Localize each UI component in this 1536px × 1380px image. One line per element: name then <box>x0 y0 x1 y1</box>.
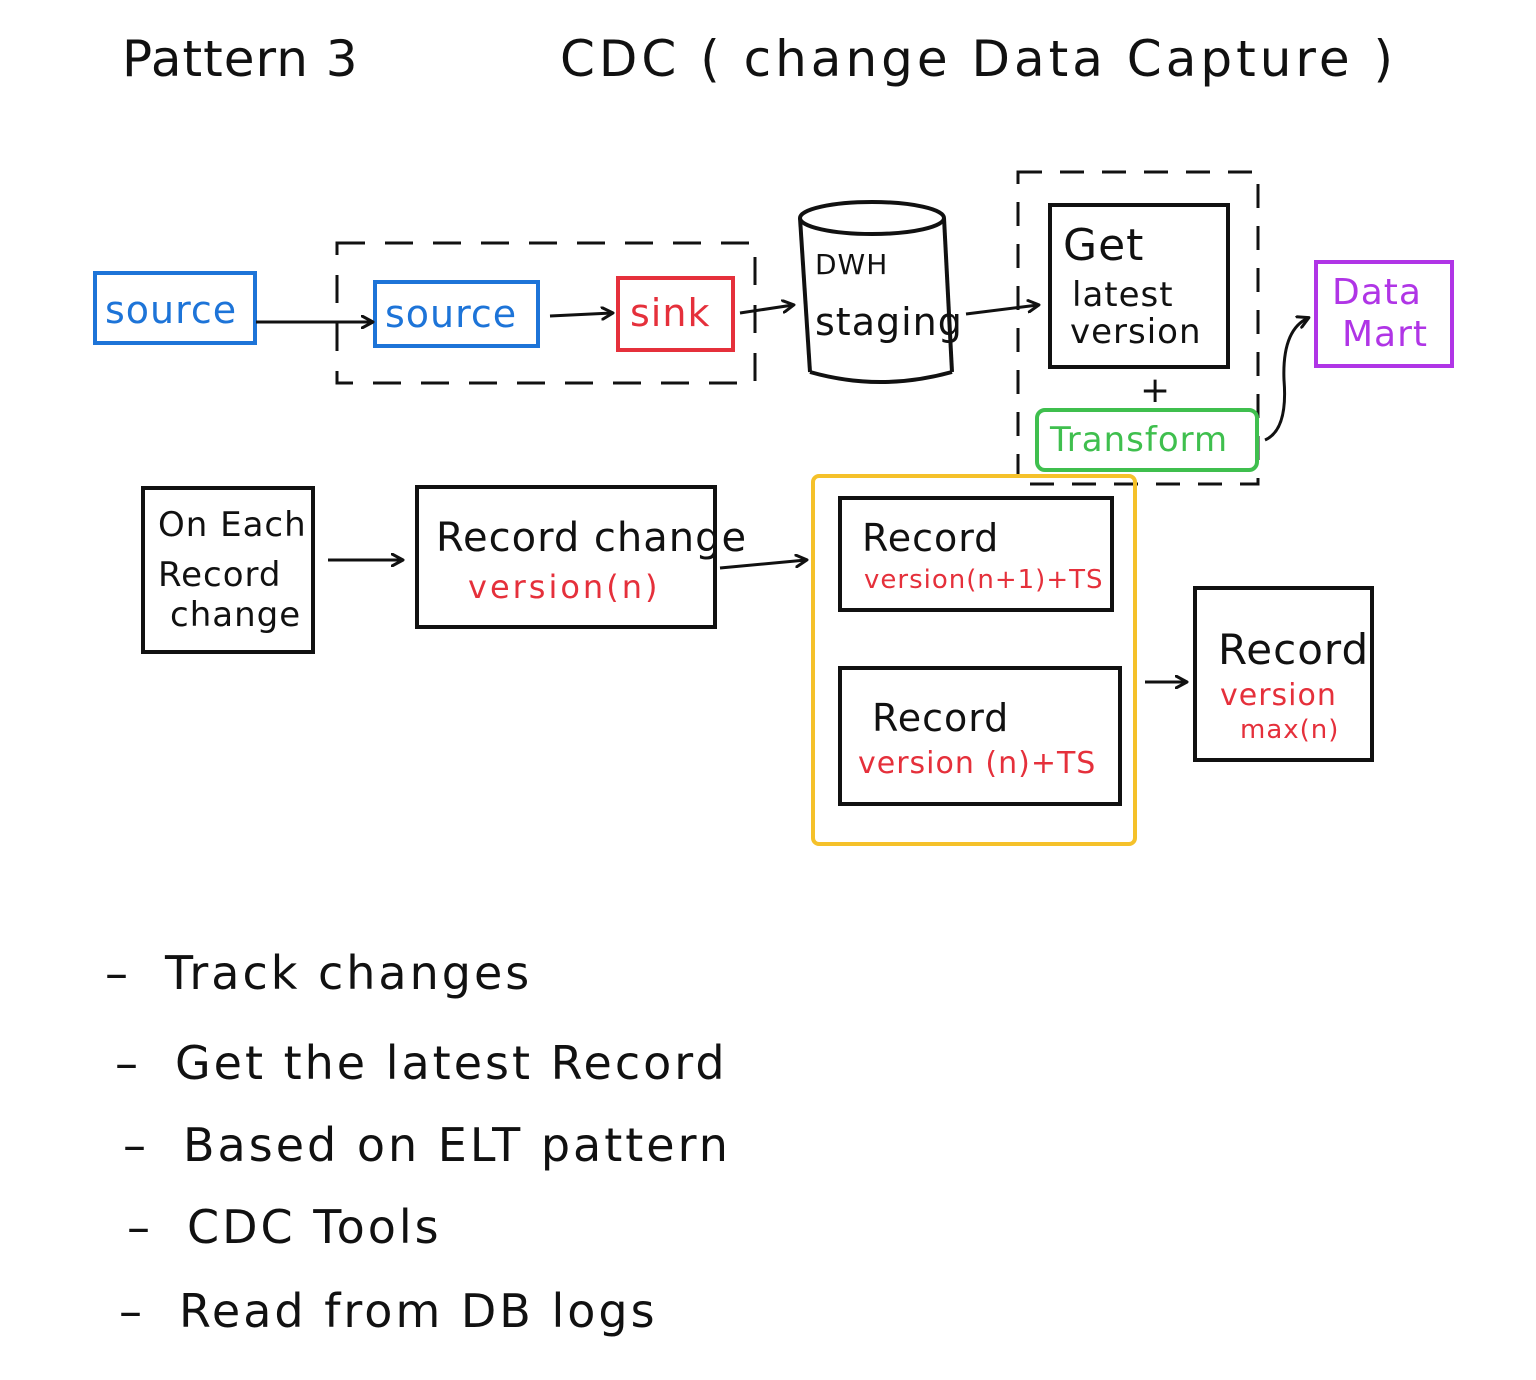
dwh-staging-cylinder <box>798 200 954 384</box>
note-item: –CDC Tools <box>127 1200 442 1254</box>
note-text: CDC Tools <box>187 1200 442 1254</box>
cdc-title: CDC ( change Data Capture ) <box>560 30 1398 88</box>
mart-label: Mart <box>1342 314 1429 355</box>
record-max-title: Record <box>1218 625 1370 674</box>
record-n-version: version (n)+TS <box>858 746 1097 781</box>
transform-box <box>1035 408 1259 472</box>
dwh-label: DWH <box>815 248 889 281</box>
record-change-box <box>415 485 717 629</box>
record-n1-title: Record <box>862 516 1000 560</box>
ingest-group-dashed <box>335 241 757 385</box>
record-n1-box <box>838 496 1114 612</box>
arrow-dwh-to-get <box>965 305 1038 316</box>
note-text: Get the latest Record <box>175 1036 728 1090</box>
note-item: –Read from DB logs <box>119 1284 658 1338</box>
note-item: –Based on ELT pattern <box>123 1118 731 1172</box>
record-n-box <box>838 666 1122 806</box>
staging-label: staging <box>815 300 963 344</box>
record-max-box <box>1193 586 1374 762</box>
sink-label: sink <box>630 291 711 335</box>
record-n-title: Record <box>872 696 1010 740</box>
latest-label: latest <box>1072 275 1174 315</box>
note-text: Read from DB logs <box>179 1284 658 1338</box>
record-max-n: max(n) <box>1240 715 1340 745</box>
record-label-left: Record <box>158 555 282 595</box>
note-text: Track changes <box>165 946 533 1000</box>
on-each-record-change-box <box>141 486 315 654</box>
versions-group-yellow <box>811 474 1137 846</box>
on-each-label: On Each <box>158 505 307 545</box>
arrow-transform-to-datamart <box>1264 318 1308 442</box>
get-label: Get <box>1063 220 1145 271</box>
source-box-inner <box>373 280 540 348</box>
note-text: Based on ELT pattern <box>183 1118 731 1172</box>
arrow-source-to-sink <box>549 313 612 316</box>
record-change-title: Record change <box>436 515 748 561</box>
get-latest-version-box <box>1048 203 1230 369</box>
source-outer-label: source <box>105 288 238 332</box>
arrow-record-change-to-versions <box>719 560 806 570</box>
arrow-sink-to-dwh <box>739 305 793 315</box>
source-box-outer <box>93 271 257 345</box>
version-label: version <box>1070 312 1202 352</box>
data-mart-box <box>1314 260 1454 368</box>
transform-label: Transform <box>1050 420 1229 460</box>
source-inner-label: source <box>385 292 518 336</box>
note-item: –Get the latest Record <box>115 1036 728 1090</box>
change-label-left: change <box>170 595 302 635</box>
note-item: –Track changes <box>105 946 533 1000</box>
data-label: Data <box>1332 272 1422 313</box>
sink-box <box>616 276 735 352</box>
record-max-version: version <box>1220 678 1337 713</box>
record-change-version: version(n) <box>468 568 661 606</box>
record-n1-version: version(n+1)+TS <box>864 565 1104 595</box>
pattern-title: Pattern 3 <box>122 30 359 88</box>
transform-group-dashed <box>1016 170 1260 486</box>
plus-sign: + <box>1140 370 1171 411</box>
